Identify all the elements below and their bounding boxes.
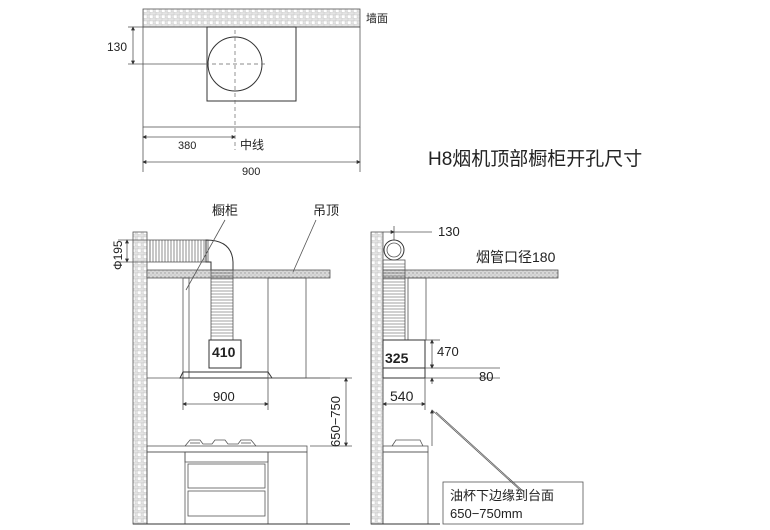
wall-strip: [142, 8, 361, 28]
front-view: 410 橱柜 吊顶 Φ195 900 650−750: [111, 203, 352, 525]
side-dim-130: 130: [438, 224, 460, 239]
side-dim-80: 80: [479, 369, 493, 384]
front-cabinet-left: [182, 277, 190, 379]
side-dim-540: 540: [390, 388, 414, 404]
front-gas-stove: [184, 439, 257, 447]
front-countertop: [146, 445, 308, 453]
cabinet-label: 橱柜: [212, 203, 238, 218]
side-dim-470: 470: [437, 344, 459, 359]
front-hood-body: [179, 371, 273, 379]
side-countertop: [382, 445, 429, 453]
front-hood-chimney: [208, 339, 242, 369]
note-box: [442, 481, 584, 525]
front-wall: [132, 231, 148, 525]
front-duct-horizontal-ribs: [152, 240, 205, 262]
top-view: 墙面 130 380 中线 900: [107, 8, 388, 178]
diagram-title: H8烟机顶部橱柜开孔尺寸: [428, 148, 642, 170]
side-ceiling: [382, 269, 559, 279]
ceiling-label: 吊顶: [313, 203, 339, 218]
front-duct-vertical-ribs: [211, 272, 233, 337]
duct-diameter-label: 烟管口径180: [476, 249, 556, 265]
side-view: 130 烟管口径180 325 470 80 540 油杯下边缘到台面 650−: [370, 224, 584, 525]
front-dim-900: 900: [213, 389, 235, 404]
top-dim-380: 380: [178, 140, 196, 152]
side-cabinet: [407, 277, 427, 341]
side-hood-canopy: [382, 367, 426, 379]
wall-label: 墙面: [366, 11, 388, 25]
front-dim-410: 410: [212, 344, 236, 360]
side-wall: [370, 231, 384, 525]
front-cabinet-right: [267, 277, 307, 379]
center-line-label: 中线: [240, 137, 264, 152]
note-line-2: 650−750mm: [450, 506, 523, 521]
note-line-1: 油杯下边缘到台面: [450, 488, 554, 503]
side-base-cabinet: [382, 451, 429, 525]
front-dim-phi195: Φ195: [111, 240, 125, 270]
side-duct-ribs: [383, 263, 405, 337]
front-ceiling: [146, 269, 331, 279]
top-dim-900: 900: [242, 166, 260, 178]
side-dim-325: 325: [385, 350, 409, 366]
top-dim-130: 130: [107, 40, 127, 54]
front-dim-650-750: 650−750: [328, 396, 343, 447]
